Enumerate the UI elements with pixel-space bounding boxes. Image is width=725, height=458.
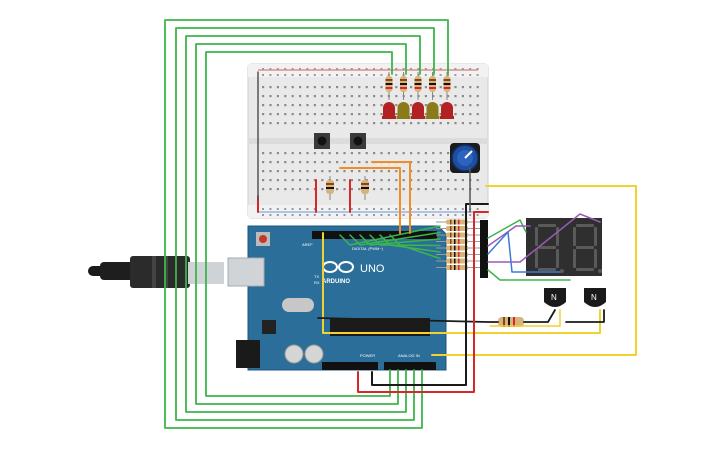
rx-label: RX: [314, 280, 320, 285]
power-label: POWER: [360, 353, 375, 358]
tx-label: TX: [314, 274, 319, 279]
led-5[interactable]: [440, 72, 454, 119]
segment-resistor-bank: [436, 219, 480, 270]
power-header: [322, 362, 378, 370]
wires: [164, 19, 637, 429]
transistor-2[interactable]: N: [584, 288, 606, 307]
digital-header: [312, 231, 437, 239]
pulldown-resistor-1: [326, 176, 334, 200]
seven-segment-display-1[interactable]: [526, 218, 564, 276]
digital-label: DIGITAL (PWM~): [352, 246, 384, 251]
led-1[interactable]: [382, 72, 396, 119]
transistor-1[interactable]: N: [544, 288, 566, 307]
arduino-brand: ARDUINO: [322, 279, 350, 285]
usb-cable: [88, 256, 224, 288]
led-3[interactable]: [411, 72, 425, 119]
aref-label: AREF: [302, 242, 313, 247]
pulldown-resistor-2: [361, 176, 369, 200]
pushbutton-1[interactable]: [314, 133, 330, 149]
analog-label: ANALOG IN: [398, 353, 420, 358]
led-4[interactable]: [425, 72, 440, 119]
led-bank: [382, 72, 454, 119]
breadboard[interactable]: [247, 63, 489, 219]
transistor-1-label: N: [551, 293, 557, 302]
usb-b-port: [227, 257, 265, 287]
seven-segment-display-2[interactable]: [564, 218, 602, 276]
transistor-base-resistor: [498, 317, 524, 327]
potentiometer[interactable]: [450, 143, 480, 173]
atmega-chip: [330, 318, 430, 336]
analog-header: [384, 362, 436, 370]
display-header-strip: [480, 220, 488, 278]
arduino-model: UNO: [360, 263, 385, 275]
transistor-2-label: N: [591, 293, 597, 302]
led-2[interactable]: [396, 72, 411, 119]
crystal: [282, 298, 314, 312]
dc-jack: [236, 340, 260, 368]
pushbutton-2[interactable]: [350, 133, 366, 149]
